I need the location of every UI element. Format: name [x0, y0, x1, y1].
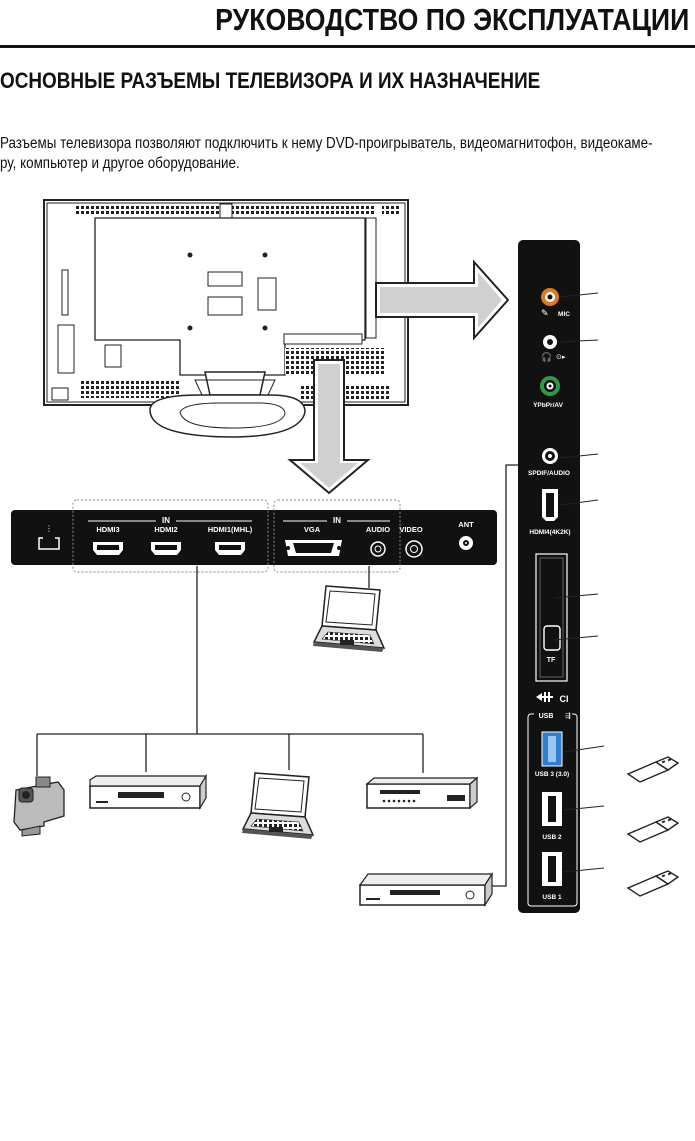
ypbpr-av-jack: [540, 376, 560, 396]
usb-header-label: USB: [539, 713, 554, 720]
ant-label: ANT: [458, 520, 474, 529]
intro-line-1: Разъемы телевизора позволяют подключить …: [0, 135, 653, 152]
mic-jack: [541, 288, 559, 306]
page-header-title: РУКОВОДСТВО ПО ЭКСПЛУАТАЦИИ: [214, 2, 689, 37]
hdmi-group-in-label: IN: [162, 516, 170, 525]
arrow-to-side-panel: [375, 259, 510, 341]
hdmi1-label: HDMI1(MHL): [208, 525, 253, 534]
ci-label: CI: [560, 694, 569, 704]
intro-paragraph: Разъемы телевизора позволяют подключить …: [0, 134, 692, 174]
audio-label: AUDIO: [366, 525, 390, 534]
hdmi4-port: [542, 489, 558, 521]
usb3-port: [541, 731, 563, 767]
usb2-label: USB 2: [542, 834, 562, 841]
arrow-to-bottom-panel: [287, 359, 371, 495]
hdmi4-label: HDMI4(4K2K): [529, 529, 570, 536]
side-connector-panel: ✎ MIC 🎧 ⊙▸ YPbPr/AV SPDIF/AUDIO HDMI4(4K…: [518, 240, 580, 913]
usb3-label: USB 3 (3.0): [535, 771, 569, 778]
spdif-audio-jack: [542, 448, 558, 464]
ci-slot: [535, 553, 568, 682]
headphone-icon: 🎧: [541, 351, 552, 362]
audio-jack: [370, 541, 386, 557]
tf-label: TF: [547, 657, 556, 664]
dvd-player-icon: [89, 773, 208, 811]
headphone-jack: [543, 335, 557, 349]
svg-text:⋮: ⋮: [45, 524, 53, 533]
dvd-player-icon: [365, 776, 479, 810]
laptop-icon: [312, 585, 385, 653]
ci-arrow-icon: [536, 692, 553, 702]
ypbpr-label: YPbPr/AV: [533, 402, 564, 409]
usb-symbol-icon: ⇶: [565, 712, 571, 720]
laptop-icon: [241, 772, 314, 840]
bottom-connector-panel: ⋮ IN HDMI3 HDMI2 HDMI1(MHL) IN VGA AUDIO…: [11, 499, 497, 573]
usb1-port: [542, 852, 562, 886]
usb-flash-icon: [627, 816, 679, 843]
section-title: ОСНОВНЫЕ РАЗЪЕМЫ ТЕЛЕВИЗОРА И ИХ НАЗНАЧЕ…: [0, 68, 541, 93]
video-jack: [405, 540, 423, 558]
antenna-jack: [459, 536, 473, 550]
vga-port: [285, 540, 342, 556]
hdmi3-label: HDMI3: [96, 525, 119, 534]
output-arrow-icon: ⊙▸: [556, 354, 566, 361]
callout-lines: [553, 292, 605, 873]
vga-label: VGA: [304, 525, 321, 534]
pc-group-in-label: IN: [333, 516, 341, 525]
mic-icon: ✎: [541, 308, 549, 318]
usb2-port: [542, 792, 562, 826]
camcorder-icon: [13, 776, 65, 837]
tf-card-slot: [543, 625, 561, 651]
hdmi3-port: [93, 542, 123, 555]
video-label: VIDEO: [399, 525, 423, 534]
hdmi2-port: [151, 542, 181, 555]
usb-flash-icon: [627, 756, 679, 783]
connection-lines: [36, 464, 518, 887]
header-rule: [0, 45, 695, 48]
mic-label: MIC: [558, 311, 570, 318]
usb-flash-icon: [627, 870, 679, 897]
tv-back-icon: [43, 199, 409, 438]
hdmi1-port: [215, 542, 245, 555]
dvd-player-icon: [358, 871, 494, 908]
usb1-label: USB 1: [542, 894, 562, 901]
intro-line-2: ру, компьютер и другое оборудование.: [0, 155, 240, 172]
spdif-label: SPDIF/AUDIO: [528, 470, 570, 477]
hdmi2-label: HDMI2: [154, 525, 177, 534]
